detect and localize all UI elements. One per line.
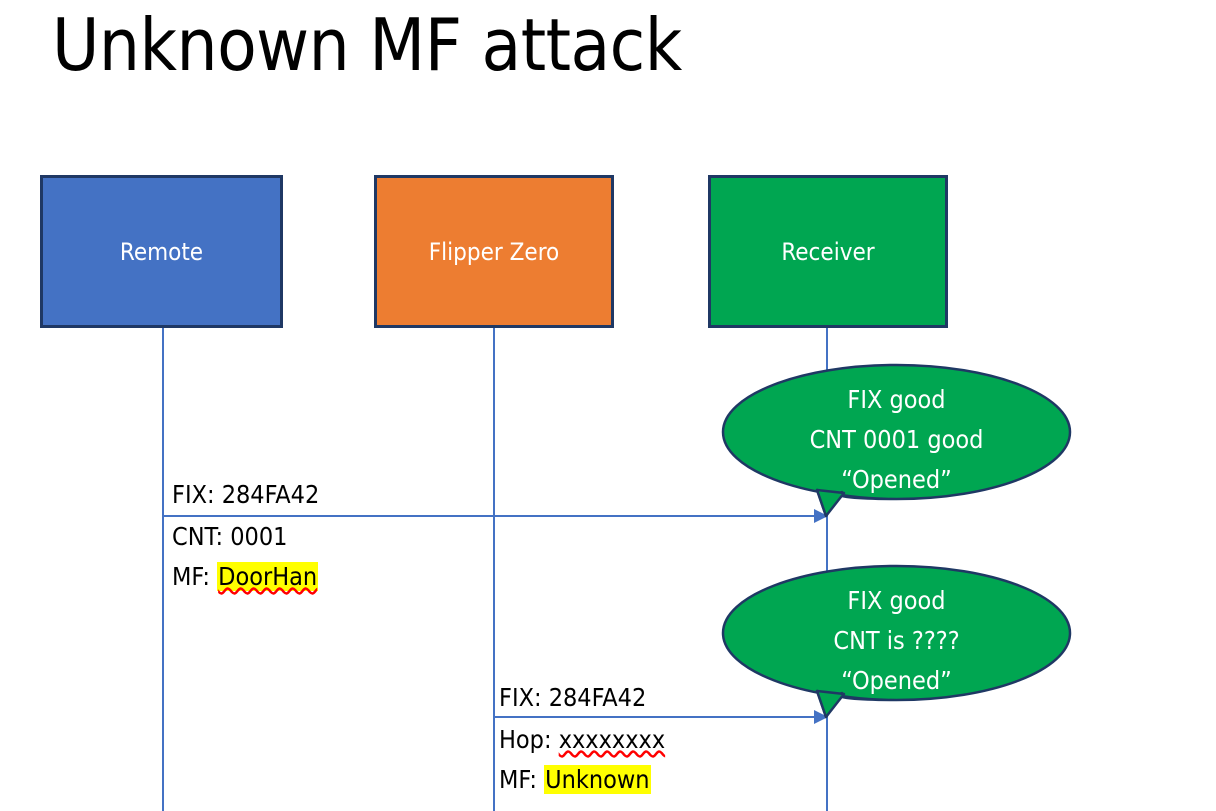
message-2-label-below: Hop: xxxxxxxx MF: Unknown: [499, 720, 665, 800]
actor-box-remote[interactable]: Remote: [40, 175, 283, 328]
message-1-label-below: CNT: 0001 MF: DoorHan: [172, 517, 319, 597]
message-2-hop-line: Hop: xxxxxxxx: [499, 720, 665, 760]
actor-label-flipper: Flipper Zero: [428, 237, 560, 266]
message-1-cnt-prefix: CNT:: [172, 522, 231, 551]
lifeline-remote: [162, 327, 164, 811]
message-2-mf-line: MF: Unknown: [499, 760, 665, 800]
message-2-mf-value: Unknown: [544, 765, 651, 794]
message-2-hop-value: xxxxxxxx: [558, 725, 666, 754]
actor-box-receiver[interactable]: Receiver: [708, 175, 948, 328]
page-title: Unknown MF attack: [52, 3, 682, 87]
message-1-mf-prefix: MF:: [172, 562, 218, 591]
message-1-mf-value: DoorHan: [217, 562, 319, 591]
message-1-label-above: FIX: 284FA42: [172, 475, 319, 515]
lifeline-flipper: [493, 327, 495, 811]
message-1-cnt-value: 0001: [230, 522, 288, 551]
message-2-hop-prefix: Hop:: [499, 725, 559, 754]
lifeline-receiver: [826, 327, 828, 811]
callout-shape-1: [721, 363, 1072, 518]
callout-shape-2: [721, 564, 1072, 719]
message-1-cnt-line: CNT: 0001: [172, 517, 318, 557]
message-2-label-above: FIX: 284FA42: [499, 678, 646, 718]
message-1-fix: FIX: 284FA42: [172, 480, 320, 509]
message-2-fix: FIX: 284FA42: [499, 683, 647, 712]
message-1-mf-line: MF: DoorHan: [172, 557, 319, 597]
callout-bubble-receiver-2[interactable]: FIX good CNT is ???? “Opened”: [721, 564, 1072, 719]
message-2-mf-prefix: MF:: [499, 765, 545, 794]
actor-label-remote: Remote: [119, 237, 204, 266]
actor-box-flipper[interactable]: Flipper Zero: [374, 175, 614, 328]
callout-bubble-receiver-1[interactable]: FIX good CNT 0001 good “Opened”: [721, 363, 1072, 518]
actor-label-receiver: Receiver: [781, 237, 875, 266]
